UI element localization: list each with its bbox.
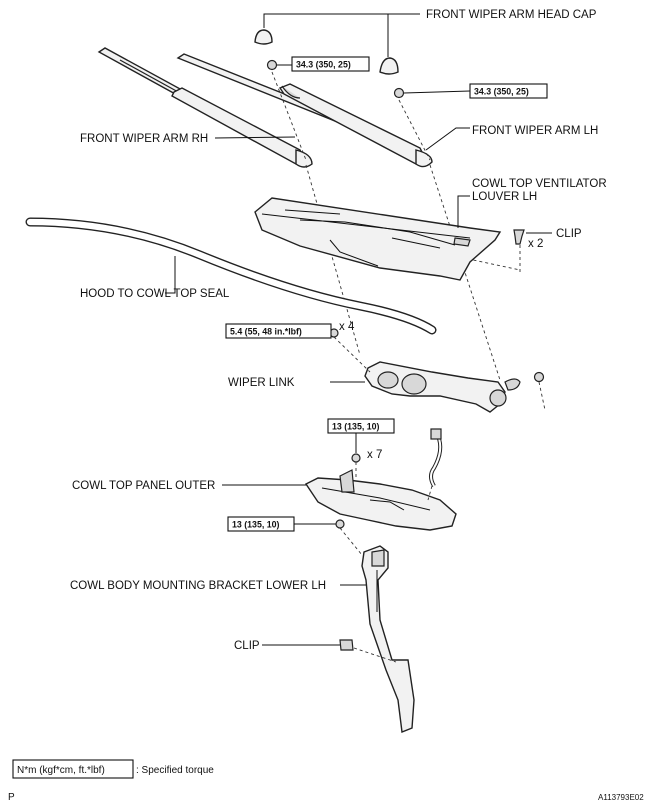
svg-text:13 (135, 10): 13 (135, 10) (332, 422, 380, 432)
front-wiper-arm-lh (176, 53, 470, 168)
clip-top (513, 229, 552, 245)
torque-box-cowl-panel: 13 (135, 10) (327, 418, 395, 453)
svg-text:34.3 (350, 25): 34.3 (350, 25) (474, 87, 529, 97)
label-louver-lh: LOUVER LH (472, 191, 537, 203)
svg-text:34.3 (350, 25): 34.3 (350, 25) (296, 60, 351, 70)
label-cowl-top-panel-outer-qty: x 7 (367, 449, 382, 461)
label-cowl-top-ventilator: COWL TOP VENTILATOR (472, 178, 607, 190)
bracket-bolt (335, 519, 363, 556)
label-wiper-link-qty: x 4 (339, 321, 355, 333)
footer-letter: P (8, 792, 15, 803)
arm-nut-lh (393, 87, 471, 99)
wiper-link (330, 361, 521, 413)
figure-id: A113793E02 (598, 793, 644, 802)
torque-box-arm-lh: 34.3 (350, 25) (469, 83, 548, 99)
front-wiper-arm-rh (97, 47, 313, 168)
front-wiper-arm-head-cap-rh (254, 29, 273, 45)
wiper-link-side-bolt (533, 371, 546, 411)
label-front-wiper-arm-head-cap: FRONT WIPER ARM HEAD CAP (426, 9, 597, 21)
cowl-panel-bolt (351, 453, 361, 478)
front-wiper-arm-head-cap-lh (379, 57, 399, 75)
cowl-top-panel-outer (222, 469, 457, 531)
svg-text:5.4 (55, 48 in.*lbf): 5.4 (55, 48 in.*lbf) (230, 327, 302, 337)
label-cowl-top-panel-outer: COWL TOP PANEL OUTER (72, 480, 215, 492)
clip-bottom (262, 639, 397, 663)
legend: N*m (kgf*cm, ft.*lbf) : Specified torque (12, 759, 214, 779)
label-clip-top: CLIP (556, 228, 582, 240)
torque-box-wiper-link: 5.4 (55, 48 in.*lbf) (225, 323, 332, 339)
cowl-panel-cable (427, 428, 443, 501)
label-clip-top-qty: x 2 (528, 238, 543, 250)
label-clip-bottom: CLIP (234, 640, 260, 652)
hood-to-cowl-top-seal (25, 217, 437, 335)
legend-unit-box: N*m (kgf*cm, ft.*lbf) (17, 765, 105, 776)
label-cowl-body-mounting-bracket-lower-lh: COWL BODY MOUNTING BRACKET LOWER LH (70, 580, 326, 592)
label-wiper-link: WIPER LINK (228, 377, 295, 389)
legend-text: : Specified torque (136, 765, 214, 776)
label-front-wiper-arm-lh: FRONT WIPER ARM LH (472, 125, 598, 137)
torque-box-arm-rh: 34.3 (350, 25) (291, 56, 370, 72)
label-hood-to-cowl-top-seal: HOOD TO COWL TOP SEAL (80, 288, 230, 300)
head-cap-leader (263, 13, 420, 57)
wiper-link-bolt (329, 328, 371, 373)
torque-box-bracket: 13 (135, 10) (227, 516, 336, 532)
cowl-top-ventilator-louver-lh (254, 195, 502, 281)
arm-nut-rh (266, 59, 292, 71)
label-front-wiper-arm-rh: FRONT WIPER ARM RH (80, 133, 208, 145)
svg-text:13 (135, 10): 13 (135, 10) (232, 520, 280, 530)
cowl-body-mounting-bracket-lower-lh (340, 545, 415, 733)
